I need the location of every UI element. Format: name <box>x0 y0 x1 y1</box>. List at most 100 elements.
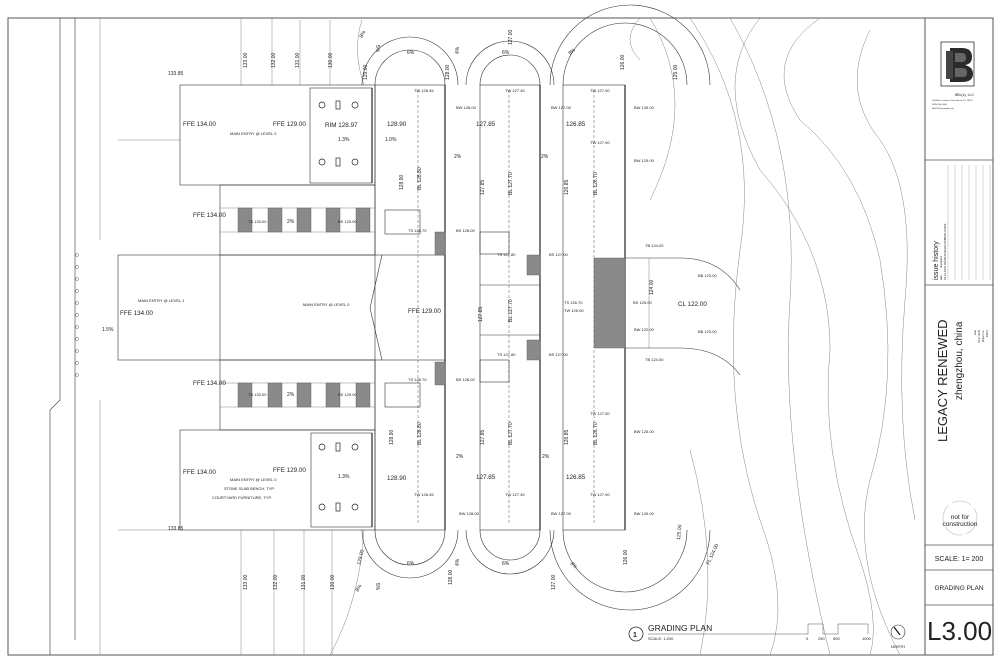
contour-label: 125.00 <box>676 524 683 540</box>
courtyard-bottom <box>310 432 373 528</box>
plan-drawing <box>49 4 916 656</box>
ffe-label: FFE 129.00 <box>273 121 306 128</box>
spot-elevation: 126.85 <box>564 429 570 445</box>
spot-elevation: 133.85 <box>168 71 184 77</box>
contour-label: 126.00 <box>623 549 629 565</box>
courtyard-furniture <box>318 100 359 512</box>
drawing-scale: SCALE: 1:200 <box>648 636 674 641</box>
slope-label: 2% <box>542 454 550 460</box>
spot-elevation: 127.85 <box>480 429 486 445</box>
sheet-border <box>7 17 994 656</box>
project-name: LEGACY RENEWED <box>935 319 950 442</box>
bl-label: BL 127.70 <box>508 299 514 322</box>
building-bottom <box>179 429 376 531</box>
spot-elevation: 126.85 <box>566 474 586 481</box>
project-location: zhengzhou, china <box>954 321 965 400</box>
grade-labels: 133.85 133.85 FFE 134.00 FFE 129.00 MAIN… <box>102 71 717 532</box>
scale-tick: 1000 <box>862 636 872 641</box>
firm-phone: (555) 000-0000 <box>932 104 948 106</box>
tb-label: TB 124.00 <box>645 243 664 248</box>
bl-label: BL 126.70 <box>593 422 599 445</box>
bb-label: BB 123.00 <box>698 329 717 334</box>
stair-label: BS 127.00 <box>549 252 568 257</box>
ffe-label: FFE 134.00 <box>193 380 226 387</box>
wall-label: TW 127.45 <box>505 88 525 93</box>
furniture-label: COURTYARD FURNITURE, TYP. <box>212 495 272 500</box>
main-plaza <box>117 254 446 361</box>
slope-label: 2% <box>287 219 295 225</box>
contour-label: 130.00 <box>330 574 336 590</box>
contour-label: 128.00 <box>448 569 454 585</box>
north-label: NORTH <box>891 644 905 649</box>
issue-col-desc: description <box>940 255 943 268</box>
contour-label: 129.00 <box>363 64 369 80</box>
drawing-number: 1 <box>633 632 637 639</box>
north-arrow-icon <box>890 624 906 640</box>
contour-label: 125.00 <box>673 64 679 80</box>
project-number: 24001 <box>985 329 989 337</box>
sheet-number: L3.00 <box>927 616 992 646</box>
scale-label: SCALE: 1= 200 <box>935 556 984 563</box>
slope-label: 5% <box>374 583 380 591</box>
contour-labels-top: 133.00 132.00 131.00 130.00 129.00 128.0… <box>243 29 679 80</box>
scale-tick: 0 <box>806 636 809 641</box>
wall-label: BW 125.00 <box>634 158 655 163</box>
contour-label: 132.00 <box>273 574 279 590</box>
wall-label: TW 128.45 <box>414 492 434 497</box>
stair-label: TS 126.70 <box>564 300 583 305</box>
contour-label: 132.00 <box>271 52 277 68</box>
title-block: BBL(s), LLC 100 Main Campus Drive, Austi… <box>925 41 993 646</box>
slope-label: 8% <box>569 561 579 571</box>
issue-col-date: date <box>940 275 943 280</box>
rim-label: RIM 128.97 <box>325 122 358 129</box>
stair-label: TS 127.80 <box>497 252 516 257</box>
slope-label: 1.0% <box>385 137 397 143</box>
bollard-row <box>75 253 79 377</box>
date-label: date <box>973 329 977 335</box>
wall-label: TW 127.45 <box>505 492 525 497</box>
issue-history-title: issue history <box>933 241 940 280</box>
wall-label: BW 128.00 <box>456 105 477 110</box>
scale-tick: 500 <box>833 636 840 641</box>
drawing-caption: 1 GRADING PLAN SCALE: 1:200 0 250 500 10… <box>628 623 906 649</box>
contour-label: 128.00 <box>445 64 451 80</box>
wall-label: TW 127.00 <box>590 88 610 93</box>
issue-date: 04.21.2024 <box>943 266 947 280</box>
date-value: 04.27.2024 <box>977 329 981 343</box>
slope-label: 2% <box>454 154 462 160</box>
wall-label: TW 127.00 <box>590 140 610 145</box>
bb-label: BB 123.00 <box>698 273 717 278</box>
spot-elevation: 128.90 <box>387 121 407 128</box>
project-number-label: project no. <box>981 330 985 342</box>
spot-elevation: 126.85 <box>566 121 586 128</box>
issue-history <box>947 165 991 280</box>
entry-label: MAIN ENTRY @ LEVEL 0 <box>303 302 350 307</box>
slope-label: 2% <box>456 454 464 460</box>
bl-label: BL 128.80 <box>417 422 423 445</box>
stair-label: TS 128.70 <box>408 377 427 382</box>
wall-label: TW 128.45 <box>414 88 434 93</box>
contour-label: 127.00 <box>508 29 514 45</box>
wall-label: TW 125.00 <box>564 308 584 313</box>
bl-label: BL 128.80 <box>417 167 423 190</box>
slope-label: 1.3% <box>338 137 350 143</box>
wall-label: TW 127.00 <box>590 492 610 497</box>
building-top <box>179 84 376 186</box>
slope-label: 4% <box>455 46 461 54</box>
slope-label: 6% <box>407 50 415 56</box>
bench-label: STONE SLAB BENCH, TYP. <box>224 486 275 491</box>
ffe-label: FFE 134.00 <box>193 212 226 219</box>
contour-labels-bottom: 133.00 132.00 131.00 130.00 129.00 128.0… <box>243 524 720 593</box>
contour-label: 127.00 <box>551 574 557 590</box>
stair-label: BS 127.00 <box>549 352 568 357</box>
firm-logo <box>940 41 975 87</box>
drawing-title: GRADING PLAN <box>648 623 712 633</box>
spot-elevation: 128.90 <box>389 429 395 445</box>
stair-label: BS 129.00 <box>338 219 357 224</box>
tb-label: TB 124.00 <box>645 357 664 362</box>
contour-label: 131.00 <box>301 574 307 590</box>
contour-label: 130.00 <box>328 52 334 68</box>
stair-label: BS 125.00 <box>633 300 652 305</box>
stair-east <box>593 257 626 349</box>
wall-label: BW 127.00 <box>551 105 572 110</box>
